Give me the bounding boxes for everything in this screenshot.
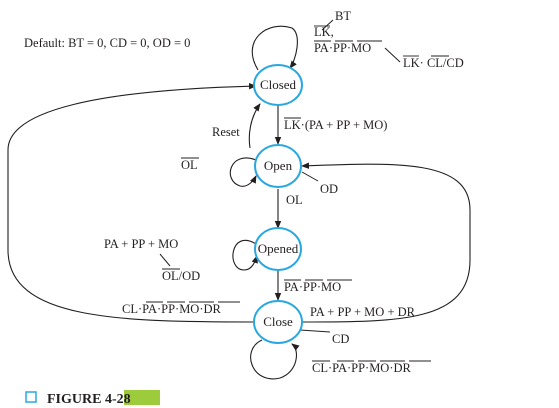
- open-self-loop: [229, 157, 257, 187]
- state-close: Close: [253, 300, 303, 344]
- label-pa-pp-mo-bar: PA·PP·MO: [314, 41, 371, 55]
- reset-edge: [248, 103, 261, 149]
- label-od: OD: [320, 182, 338, 196]
- label-pointers: [159, 19, 401, 333]
- svg-text:FIGURE 4-28: FIGURE 4-28: [47, 392, 131, 407]
- transitions: [7, 25, 471, 380]
- state-open: Open: [254, 144, 302, 188]
- label-reset: Reset: [212, 125, 240, 139]
- label-lk-comma: LK,: [314, 25, 334, 39]
- figure-number-highlight: [124, 390, 160, 405]
- label-pa-pp-mo-dr: PA + PP + MO + DR: [310, 305, 416, 319]
- label-cl-pa-pp-mo-dr-bottom: CL·PA·PP·MO·DR: [312, 361, 412, 375]
- label-cl-pa-pp-mo-dr: CL·PA·PP·MO·DR: [122, 302, 222, 316]
- closed-self-loop: [251, 25, 298, 71]
- state-opened: Opened: [254, 227, 302, 271]
- close-to-closed-edge: [7, 82, 257, 323]
- label-ol: OL: [286, 193, 303, 207]
- label-pa-pp-mo-bar2: PA·PP·MO: [284, 280, 341, 294]
- state-closed-label: Closed: [260, 77, 297, 92]
- label-lk-pa-pp-mo: LK·(PA + PP + MO): [284, 118, 387, 132]
- close-to-open-edge: [299, 162, 471, 323]
- opened-self-loop: [232, 240, 258, 271]
- label-lk-cl-cd: LK· CL/CD: [403, 56, 464, 70]
- state-close-label: Close: [263, 314, 293, 329]
- figure-caption: FIGURE 4-28: [25, 390, 160, 407]
- figure-prefix: FIGURE: [47, 392, 105, 407]
- label-pa-pp-mo-sum: PA + PP + MO: [104, 237, 178, 251]
- label-cd: CD: [332, 332, 349, 346]
- figure-number: 4-28: [105, 392, 131, 407]
- default-note: Default: BT = 0, CD = 0, OD = 0: [24, 36, 190, 50]
- state-closed: Closed: [253, 64, 303, 106]
- label-ol-od: OL/OD: [162, 269, 200, 283]
- close-self-loop: [250, 339, 300, 380]
- state-open-label: Open: [264, 158, 293, 173]
- figure-box-icon: [25, 391, 37, 403]
- label-bt: BT: [335, 9, 351, 23]
- label-ol-bar: OL: [181, 158, 198, 172]
- state-opened-label: Opened: [258, 241, 299, 256]
